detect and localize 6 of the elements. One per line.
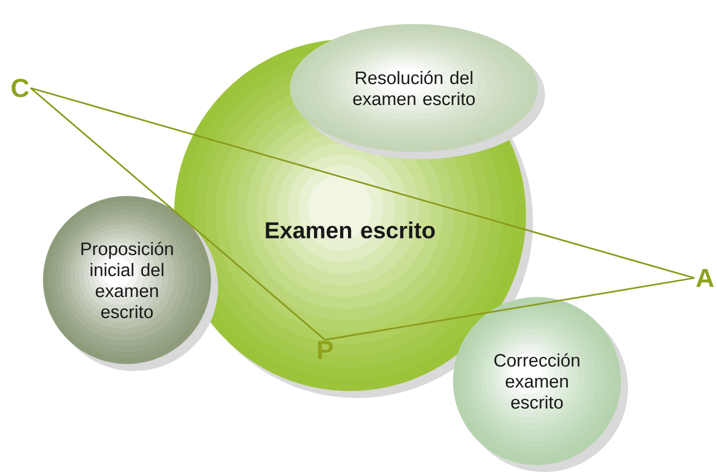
connector-line: [30, 87, 695, 279]
connector-line: [324, 277, 695, 341]
vertex-letter: C: [12, 78, 29, 98]
connector-line: [30, 87, 326, 340]
vertex-letter: P: [318, 341, 333, 359]
vertex-letter: A: [696, 269, 714, 287]
